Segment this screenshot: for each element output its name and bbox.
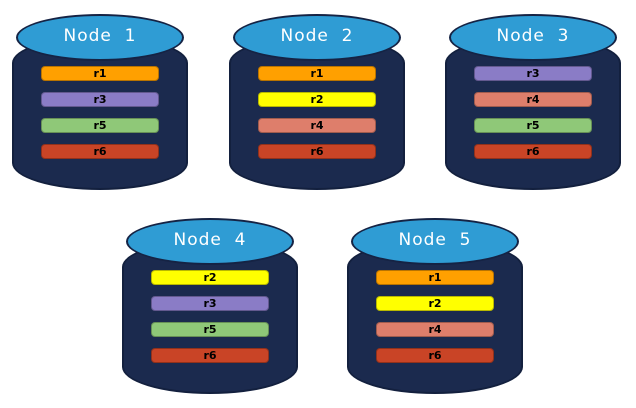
- replica-bar: r5: [151, 322, 269, 337]
- replica-bar: r6: [151, 348, 269, 363]
- node-5-replica-list: r1 r2 r4 r6: [376, 270, 494, 374]
- replica-bar: r3: [474, 66, 592, 81]
- replica-bar: r6: [41, 144, 159, 159]
- replica-bar: r5: [474, 118, 592, 133]
- node-2-title: Node 2: [280, 26, 354, 46]
- replica-bar: r2: [376, 296, 494, 311]
- replica-bar: r3: [151, 296, 269, 311]
- node-3-cylinder-top: [449, 14, 617, 61]
- replica-bar: r2: [151, 270, 269, 285]
- replica-bar: r6: [474, 144, 592, 159]
- node-1-title: Node 1: [63, 26, 137, 46]
- replica-bar: r6: [376, 348, 494, 363]
- node-4-cylinder-body: [122, 240, 298, 394]
- node-4-title: Node 4: [173, 230, 247, 250]
- node-5-cylinder-top: [351, 218, 519, 265]
- node-2-cylinder: Node 2 r1 r2 r4 r6: [229, 14, 405, 190]
- node-1-replica-list: r1 r3 r5 r6: [41, 66, 159, 170]
- node-3-title: Node 3: [496, 26, 570, 46]
- replica-bar: r3: [41, 92, 159, 107]
- replica-bar: r1: [258, 66, 376, 81]
- node-5-cylinder: Node 5 r1 r2 r4 r6: [347, 218, 523, 394]
- replica-bar: r4: [258, 118, 376, 133]
- replica-bar: r2: [258, 92, 376, 107]
- node-4-replica-list: r2 r3 r5 r6: [151, 270, 269, 374]
- node-5-title: Node 5: [398, 230, 472, 250]
- replica-bar: r6: [258, 144, 376, 159]
- node-4-cylinder: Node 4 r2 r3 r5 r6: [122, 218, 298, 394]
- replica-bar: r4: [474, 92, 592, 107]
- node-3-cylinder: Node 3 r3 r4 r5 r6: [445, 14, 621, 190]
- node-2-cylinder-body: [229, 36, 405, 190]
- node-1-cylinder-top: [16, 14, 184, 61]
- replica-bar: r4: [376, 322, 494, 337]
- replica-bar: r5: [41, 118, 159, 133]
- replica-bar: r1: [41, 66, 159, 81]
- node-1-cylinder: Node 1 r1 r3 r5 r6: [12, 14, 188, 190]
- node-3-replica-list: r3 r4 r5 r6: [474, 66, 592, 170]
- node-3-cylinder-body: [445, 36, 621, 190]
- replica-bar: r1: [376, 270, 494, 285]
- node-4-cylinder-top: [126, 218, 294, 265]
- node-2-replica-list: r1 r2 r4 r6: [258, 66, 376, 170]
- node-2-cylinder-top: [233, 14, 401, 61]
